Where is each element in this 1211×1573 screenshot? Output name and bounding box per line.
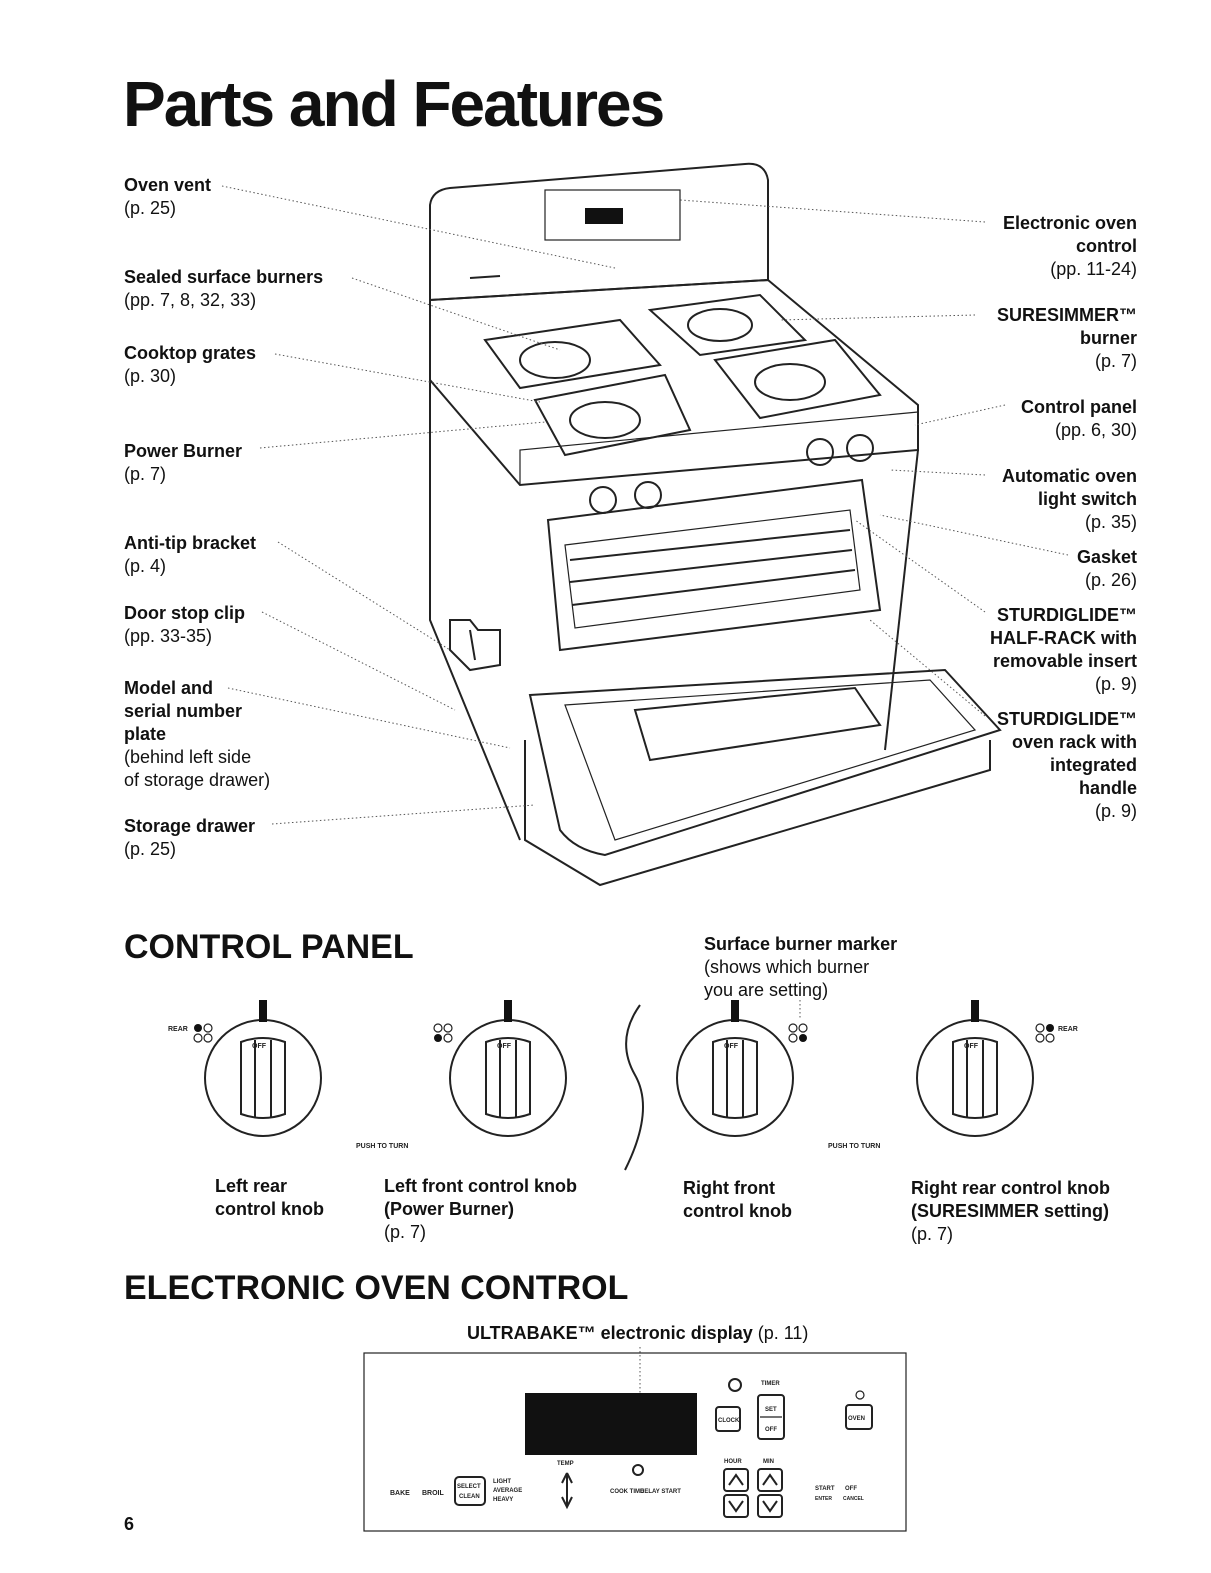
hour-down-button [723, 1494, 749, 1518]
label-gasket: Gasket(p. 26) [1076, 547, 1137, 590]
label-storage-drawer: Storage drawer(p. 25) [124, 816, 256, 859]
min-down-button [757, 1494, 783, 1518]
min-up-button [757, 1468, 783, 1492]
label-ultrabake-display: ULTRABAKE™ electronic display (p. 11) [467, 1323, 809, 1343]
label-model-serial-plate: Model and serial number plate (behind le… [124, 678, 271, 790]
label-cooktop-grates: Cooktop grates(p. 30) [124, 343, 257, 386]
svg-text:SET: SET [765, 1407, 777, 1413]
electronic-control-panel: BAKE BROIL SELECT CLEAN LIGHT AVERAGE HE… [363, 1347, 907, 1532]
label-right-rear-knob: Right rear control knob(SURESIMMER setti… [911, 1178, 1111, 1244]
knob-icon [589, 486, 617, 514]
svg-text:LIGHT: LIGHT [493, 1479, 511, 1485]
label-left-front-knob: Left front control knob(Power Burner)(p.… [384, 1176, 577, 1242]
svg-text:BAKE: BAKE [390, 1490, 410, 1497]
label-anti-tip-bracket: Anti-tip bracket(p. 4) [124, 533, 257, 576]
svg-text:TIMER: TIMER [761, 1381, 780, 1387]
label-power-burner: Power Burner(p. 7) [124, 441, 243, 484]
temp-arrows-icon [561, 1472, 573, 1510]
hour-up-button [723, 1468, 749, 1492]
svg-text:MIN: MIN [763, 1459, 774, 1465]
page-number: 6 [124, 1514, 135, 1534]
svg-text:DELAY START: DELAY START [640, 1489, 681, 1495]
svg-text:AVERAGE: AVERAGE [493, 1488, 522, 1494]
page-title: Parts and Features [123, 68, 665, 140]
label-oven-vent: Oven vent(p. 25) [124, 175, 212, 218]
knob-diagrams: OFF OFF OFF OFF REAR REAR PUSH TO TURN P… [168, 1000, 1078, 1171]
svg-text:REAR: REAR [168, 1026, 188, 1033]
knob-icon [634, 481, 662, 509]
left-front-knob-icon [449, 1000, 567, 1137]
svg-text:OFF: OFF [964, 1043, 979, 1050]
svg-text:CLEAN: CLEAN [459, 1494, 480, 1500]
knob-icon [846, 434, 874, 462]
light-icon [855, 1390, 865, 1400]
svg-text:OFF: OFF [765, 1427, 777, 1433]
select-clean-button [454, 1476, 486, 1506]
oven-control-display-icon [544, 189, 681, 241]
svg-text:OVEN: OVEN [848, 1416, 865, 1422]
timer-set-off-button [757, 1394, 785, 1440]
label-control-panel: Control panel(pp. 6, 30) [1021, 397, 1137, 440]
oven-light-button [845, 1404, 873, 1430]
control-panel-heading: CONTROL PANEL [124, 928, 414, 966]
svg-text:START: START [815, 1486, 835, 1492]
svg-text:HEAVY: HEAVY [493, 1497, 513, 1503]
anti-tip-bracket-icon [449, 619, 501, 672]
svg-text:TEMP: TEMP [557, 1461, 574, 1467]
svg-text:CLOCK: CLOCK [718, 1418, 740, 1424]
svg-text:OFF: OFF [497, 1043, 512, 1050]
svg-text:OFF: OFF [845, 1486, 857, 1492]
clock-icon [728, 1378, 742, 1392]
electronic-oven-control-heading: ELECTRONIC OVEN CONTROL [124, 1269, 629, 1307]
knob-icon [806, 438, 834, 466]
svg-text:SELECT: SELECT [457, 1484, 481, 1490]
range-illustration [221, 162, 1069, 887]
svg-text:ENTER: ENTER [815, 1496, 832, 1502]
svg-text:REAR: REAR [1058, 1026, 1078, 1033]
delay-clock-icon [632, 1464, 644, 1476]
right-front-knob-icon [676, 1000, 794, 1137]
svg-text:HOUR: HOUR [724, 1459, 742, 1465]
left-rear-knob-icon [204, 1000, 322, 1137]
svg-text:COOK TIME: COOK TIME [610, 1489, 644, 1495]
svg-text:CANCEL: CANCEL [843, 1496, 864, 1502]
svg-text:OFF: OFF [252, 1043, 267, 1050]
svg-text:OFF: OFF [724, 1043, 739, 1050]
label-door-stop-clip: Door stop clip(pp. 33-35) [124, 603, 245, 646]
cooktop-grate-icon [483, 293, 882, 457]
label-surface-burner-marker: Surface burner marker (shows which burne… [704, 934, 898, 1000]
svg-text:PUSH TO TURN: PUSH TO TURN [356, 1143, 408, 1150]
svg-text:BROIL: BROIL [422, 1490, 445, 1497]
clock-button [715, 1406, 741, 1432]
svg-text:PUSH TO TURN: PUSH TO TURN [828, 1143, 880, 1150]
label-sealed-surface-burners: Sealed surface burners(pp. 7, 8, 32, 33) [124, 267, 324, 310]
right-rear-knob-icon [916, 1000, 1034, 1137]
burner-marker-icon [193, 1023, 1055, 1043]
electronic-display [525, 1393, 697, 1455]
